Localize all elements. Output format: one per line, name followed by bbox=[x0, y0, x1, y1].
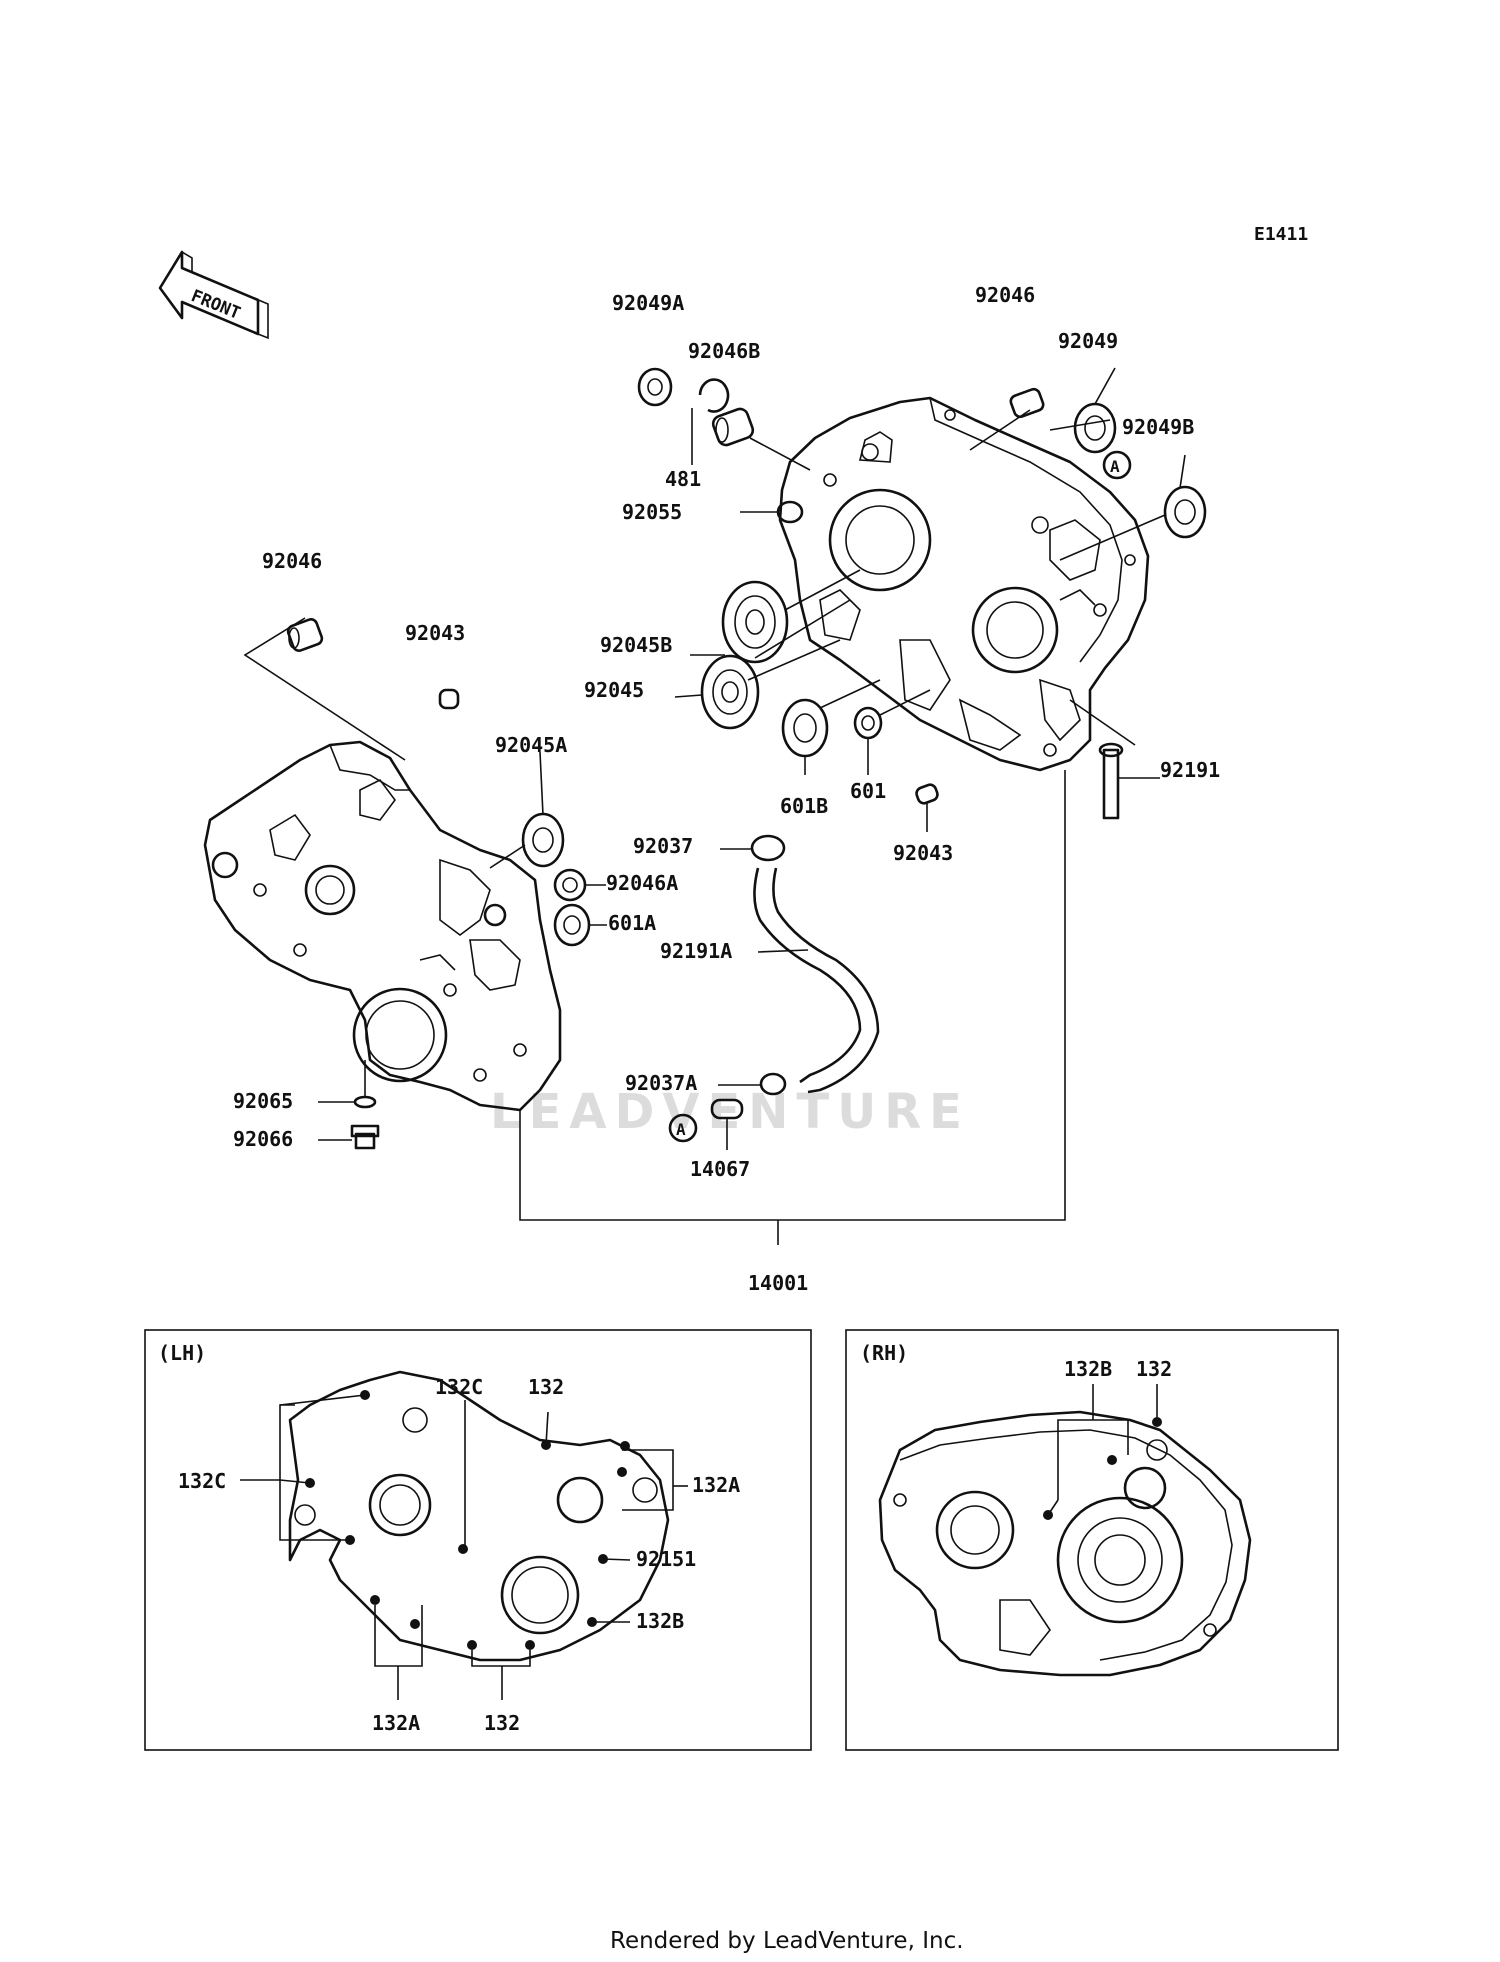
lh-label-132-bottom: 132 bbox=[484, 1711, 520, 1735]
clamp-92037-icon bbox=[750, 834, 786, 862]
label-92037: 92037 bbox=[633, 834, 693, 858]
rh-panel-title: (RH) bbox=[860, 1341, 908, 1365]
lh-panel-title: (LH) bbox=[158, 1341, 206, 1365]
lh-panel: (LH) bbox=[144, 1329, 812, 1751]
footer-credit: Rendered by LeadVenture, Inc. bbox=[610, 1928, 964, 1954]
needle-bearing-92046B-icon bbox=[711, 407, 755, 447]
reference-a-bottom: A bbox=[668, 1113, 698, 1143]
label-92066: 92066 bbox=[233, 1127, 293, 1151]
label-92065: 92065 bbox=[233, 1089, 293, 1113]
diagram-id: E1411 bbox=[1254, 224, 1308, 245]
front-arrow-icon: FRONT bbox=[158, 250, 269, 340]
bearing-92045-icon bbox=[700, 654, 760, 730]
svg-text:A: A bbox=[676, 1120, 686, 1139]
circlip-481-icon bbox=[698, 378, 730, 413]
plug-92066-icon bbox=[350, 1124, 380, 1150]
lh-label-132-top: 132 bbox=[528, 1375, 564, 1399]
lh-label-132C-left: 132C bbox=[178, 1469, 226, 1493]
hose-92191A-icon bbox=[753, 867, 880, 1094]
lh-label-92151: 92151 bbox=[636, 1547, 696, 1571]
needle-bearing-92046-top-icon bbox=[1009, 387, 1045, 419]
needle-bearing-92046A-icon bbox=[553, 868, 587, 902]
dowel-92043-right-icon bbox=[915, 783, 939, 805]
lh-bolt-dots bbox=[305, 1390, 630, 1650]
label-92055: 92055 bbox=[622, 500, 682, 524]
label-92191A: 92191A bbox=[660, 939, 732, 963]
bearing-92049-icon bbox=[1073, 402, 1117, 454]
bearing-601A-icon bbox=[553, 903, 591, 947]
label-14067: 14067 bbox=[690, 1157, 750, 1181]
bearing-92045A-icon bbox=[521, 812, 565, 868]
label-481: 481 bbox=[665, 467, 701, 491]
label-92049B: 92049B bbox=[1122, 415, 1194, 439]
label-92045B: 92045B bbox=[600, 633, 672, 657]
needle-bearing-92046-left-icon bbox=[286, 618, 324, 652]
clamp-92037A-icon bbox=[759, 1072, 787, 1096]
part-labels: 92049A 92046B 481 92055 92046 92049 9204… bbox=[233, 283, 1220, 1295]
rh-label-132: 132 bbox=[1136, 1357, 1172, 1381]
label-92037A: 92037A bbox=[625, 1071, 697, 1095]
leader-lines bbox=[243, 367, 1186, 1245]
lh-label-132C-top: 132C bbox=[435, 1375, 483, 1399]
label-601B: 601B bbox=[780, 794, 828, 818]
label-92049: 92049 bbox=[1058, 329, 1118, 353]
label-601: 601 bbox=[850, 779, 886, 803]
washer-92065-icon bbox=[353, 1095, 377, 1109]
label-92046-top: 92046 bbox=[975, 283, 1035, 307]
label-92046A: 92046A bbox=[606, 871, 678, 895]
label-92049A: 92049A bbox=[612, 291, 684, 315]
front-label: FRONT bbox=[188, 286, 243, 324]
pipe-92191-icon bbox=[1098, 742, 1124, 820]
label-92046B: 92046B bbox=[688, 339, 760, 363]
label-92046-left: 92046 bbox=[262, 549, 322, 573]
label-92043-right: 92043 bbox=[893, 841, 953, 865]
label-92045A: 92045A bbox=[495, 733, 567, 757]
dowel-92043-left-icon bbox=[438, 688, 460, 710]
label-14001: 14001 bbox=[748, 1271, 808, 1295]
reference-a-top: A bbox=[1102, 450, 1132, 480]
label-92043-left: 92043 bbox=[405, 621, 465, 645]
rh-panel: (RH) 132B 132 bbox=[845, 1329, 1339, 1751]
left-crankcase-half bbox=[203, 740, 562, 1112]
label-601A: 601A bbox=[608, 911, 656, 935]
lh-label-132A-right: 132A bbox=[692, 1473, 740, 1497]
label-92045: 92045 bbox=[584, 678, 644, 702]
svg-text:A: A bbox=[1110, 457, 1120, 476]
bearing-92049A-icon bbox=[637, 367, 673, 407]
bearing-601-icon bbox=[853, 706, 883, 740]
bearing-92049B-icon bbox=[1163, 485, 1207, 539]
label-92191: 92191 bbox=[1160, 758, 1220, 782]
watermark: LEADVENTURE bbox=[490, 1084, 970, 1140]
lh-label-132B: 132B bbox=[636, 1609, 684, 1633]
rh-label-132B: 132B bbox=[1064, 1357, 1112, 1381]
lh-label-132A-bottom: 132A bbox=[372, 1711, 420, 1735]
bearing-92045B-icon bbox=[721, 580, 789, 664]
